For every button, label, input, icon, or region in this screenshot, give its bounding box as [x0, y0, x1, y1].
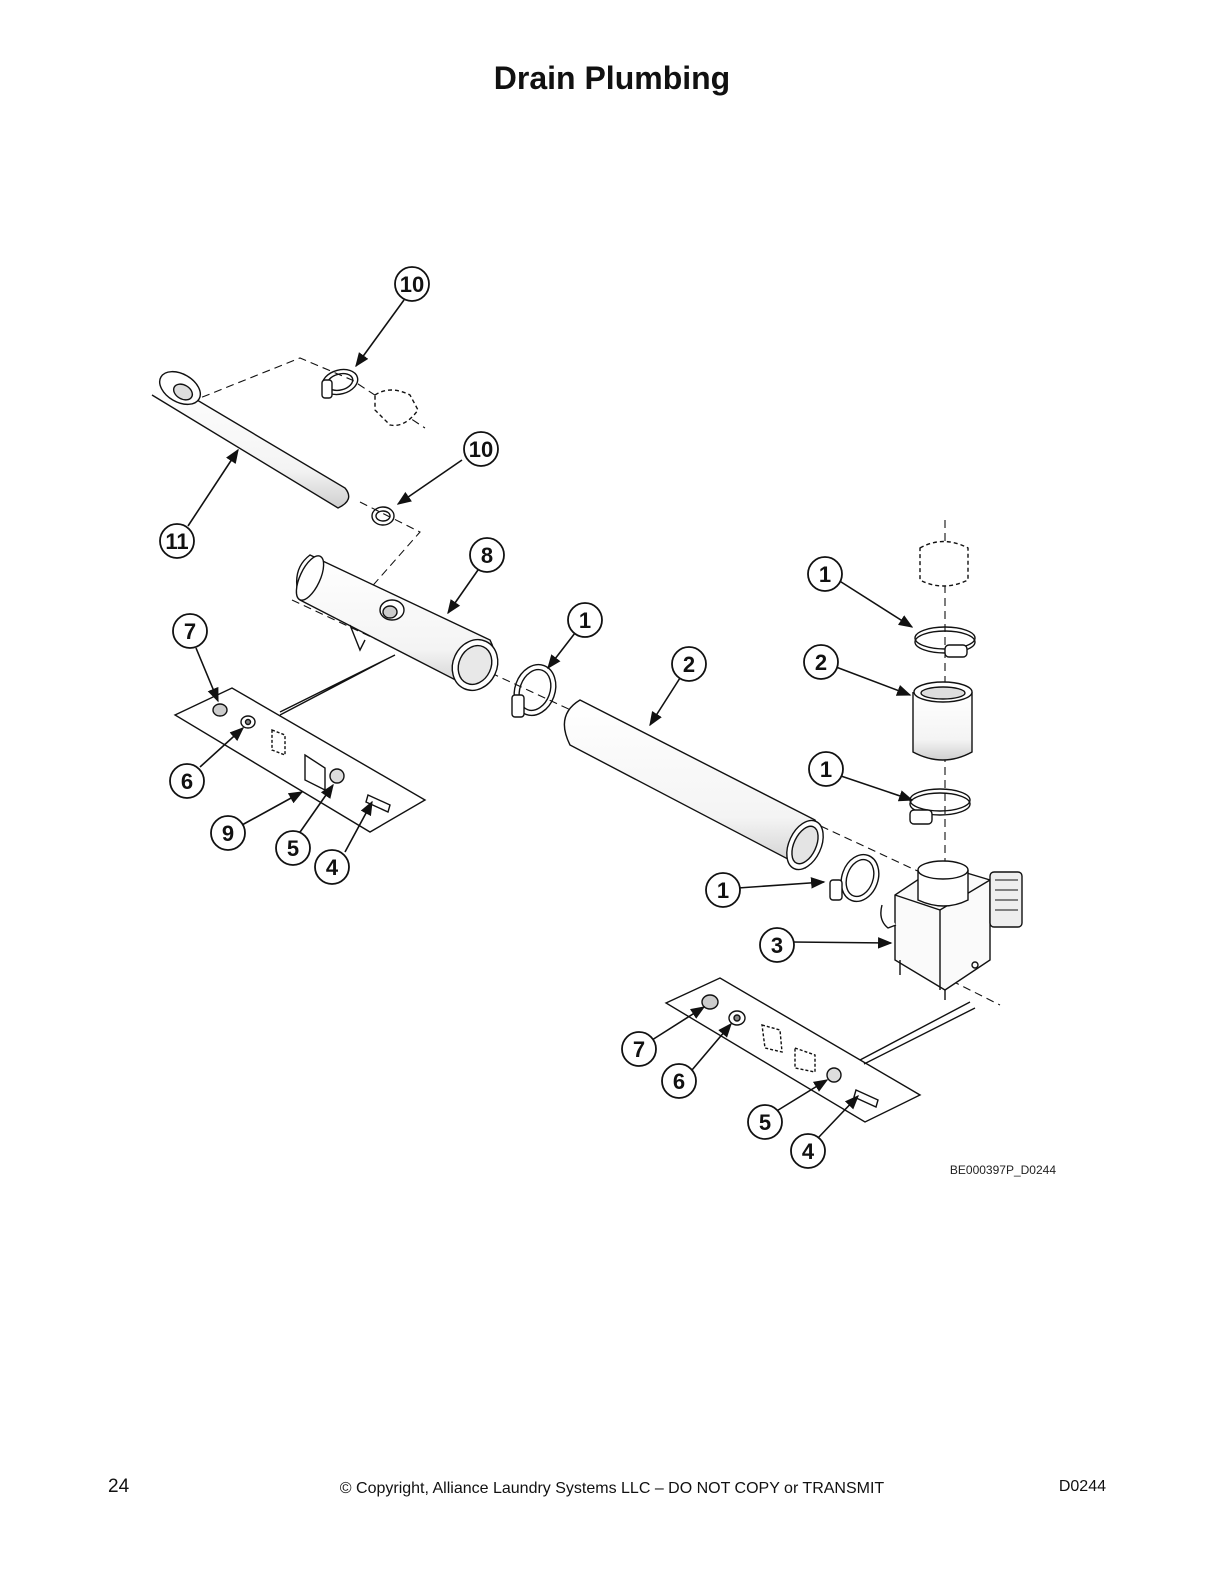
- copyright-notice: © Copyright, Alliance Laundry Systems LL…: [339, 1480, 885, 1497]
- callout-6-left: 6: [169, 763, 205, 799]
- drain-valve-3: [880, 860, 1023, 1000]
- callout-1-lower: 1: [705, 872, 741, 908]
- callout-bubbles: 10 10 11 8 1 2 7 6 9 5 4 1 2 1 1 3 7 6 5…: [159, 266, 844, 1169]
- callout-1-center: 1: [567, 602, 603, 638]
- callout-5-left: 5: [275, 830, 311, 866]
- page-title: Drain Plumbing: [493, 60, 731, 96]
- callout-9: 9: [210, 815, 246, 851]
- hose-clamp-10-upper: [321, 368, 359, 399]
- svg-text:1: 1: [819, 562, 831, 587]
- hose-clamp-1-upper-right: [914, 626, 976, 658]
- hose-2-short: [912, 681, 973, 761]
- callout-2-long: 2: [671, 646, 707, 682]
- page-number: 24: [108, 1476, 130, 1497]
- callout-3: 3: [759, 927, 795, 963]
- hose-clamp-1-center: [511, 663, 557, 718]
- callout-11: 11: [159, 523, 195, 559]
- svg-text:6: 6: [181, 769, 193, 794]
- callout-2-short: 2: [803, 644, 839, 680]
- callout-8: 8: [469, 537, 505, 573]
- svg-text:10: 10: [469, 437, 493, 462]
- svg-text:4: 4: [802, 1139, 815, 1164]
- callout-10-lower: 10: [463, 431, 499, 467]
- hose-clamp-1-lower: [829, 853, 880, 903]
- callout-6-right: 6: [661, 1063, 697, 1099]
- svg-text:3: 3: [771, 933, 783, 958]
- hose-2-long: [563, 699, 824, 871]
- svg-text:7: 7: [633, 1037, 645, 1062]
- callout-5-right: 5: [747, 1104, 783, 1140]
- callout-1-upper-right: 1: [807, 556, 843, 592]
- svg-text:9: 9: [222, 821, 234, 846]
- document-code: D0244: [1058, 1478, 1106, 1495]
- svg-text:8: 8: [481, 543, 493, 568]
- svg-text:6: 6: [673, 1069, 685, 1094]
- callout-7-right: 7: [621, 1031, 657, 1067]
- callout-7-left: 7: [172, 613, 208, 649]
- mounting-hardware-inset-right: [664, 977, 976, 1123]
- svg-text:5: 5: [287, 836, 299, 861]
- svg-text:2: 2: [683, 652, 695, 677]
- callout-4-left: 4: [314, 849, 350, 885]
- callout-4-right: 4: [790, 1133, 826, 1169]
- svg-text:10: 10: [400, 272, 424, 297]
- figure-code: BE000397P_D0244: [950, 1163, 1056, 1177]
- hose-11: [151, 370, 350, 509]
- drain-fitting-8: [295, 554, 499, 692]
- svg-text:4: 4: [326, 855, 339, 880]
- hose-clamp-1-middle-right: [909, 788, 971, 825]
- svg-text:5: 5: [759, 1110, 771, 1135]
- svg-text:1: 1: [820, 757, 832, 782]
- svg-text:11: 11: [165, 529, 188, 554]
- callout-1-middle-right: 1: [808, 751, 844, 787]
- mounting-hardware-inset-left: [173, 654, 427, 833]
- svg-text:2: 2: [815, 650, 827, 675]
- callout-10-upper: 10: [394, 266, 430, 302]
- svg-text:1: 1: [579, 608, 591, 633]
- svg-text:1: 1: [717, 878, 729, 903]
- hose-clamp-10-lower: [371, 506, 395, 526]
- svg-text:7: 7: [184, 619, 196, 644]
